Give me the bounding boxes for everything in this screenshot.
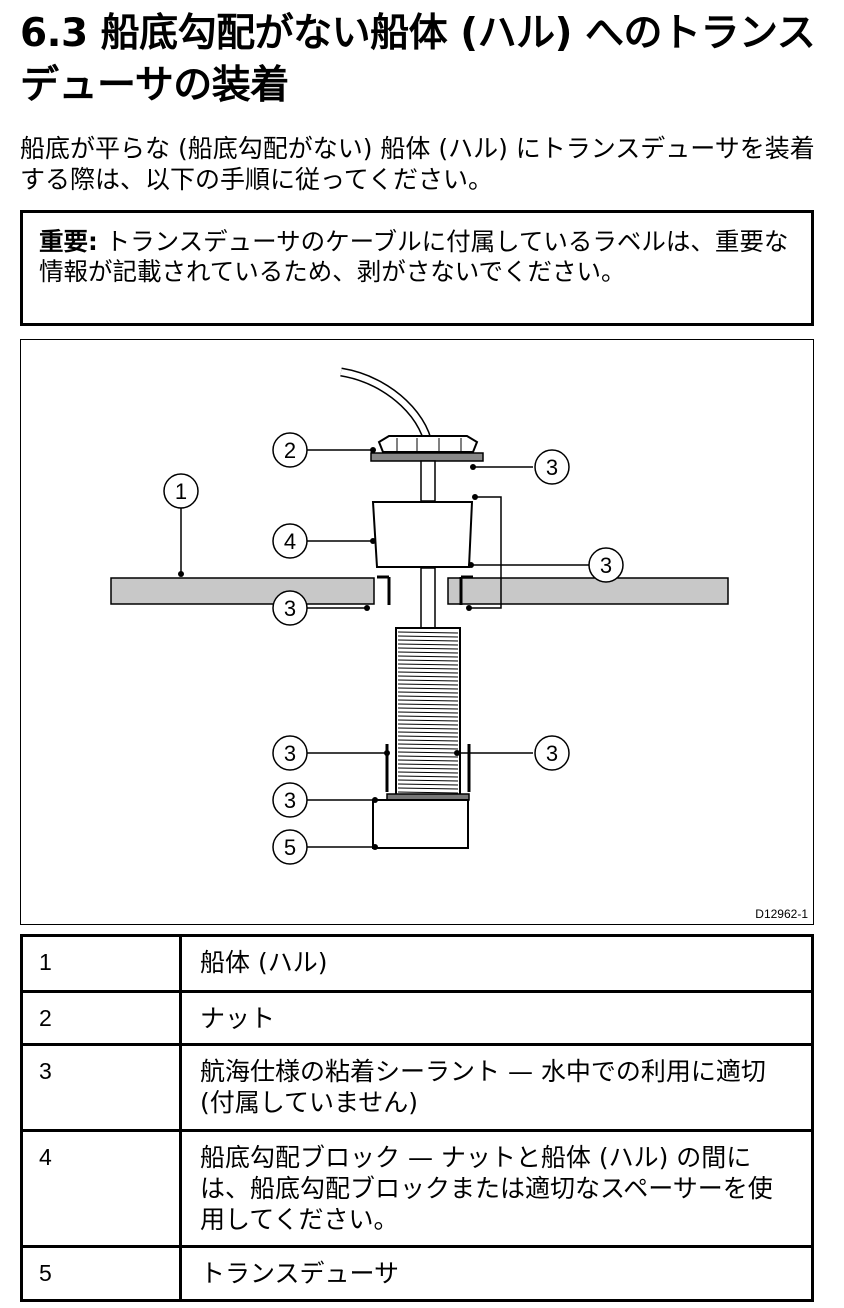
thread-line [397, 659, 459, 662]
thread-line [397, 671, 459, 674]
thread-line [397, 783, 459, 786]
thread-line [397, 651, 459, 654]
svg-text:3: 3 [546, 455, 558, 480]
thread-line [397, 787, 459, 790]
thread-line [397, 775, 459, 778]
thread-line [397, 631, 459, 634]
hull-left [110, 577, 375, 605]
thread-line [397, 755, 459, 758]
callout-4: 4 [272, 523, 308, 559]
svg-text:1: 1 [175, 479, 187, 504]
table-row: 3 航海仕様の粘着シーラント — 水中での利用に適切 (付属していません) [20, 1043, 814, 1132]
svg-text:3: 3 [284, 741, 296, 766]
page-heading: 6.3 船底勾配がない船体 (ハル) へのトランスデューサの装着 [20, 11, 816, 108]
thread-line [397, 667, 459, 670]
thread-line [397, 791, 459, 794]
thread-line [397, 655, 459, 658]
callout-3c: 3 [272, 590, 308, 626]
thread-line [397, 675, 459, 678]
note-text: トランスデューサのケーブルに付属しているラベルは、重要な情報が記載されているため… [39, 227, 789, 286]
table-row: 4 船底勾配ブロック — ナットと船体 (ハル) の間には、船底勾配ブロックまた… [20, 1129, 814, 1248]
thread-line [397, 687, 459, 690]
fairing-block [371, 501, 474, 568]
thread-line [397, 683, 459, 686]
thread-line [397, 695, 459, 698]
table-row: 5 トランスデューサ [20, 1245, 814, 1302]
thread-line [397, 715, 459, 718]
legend-num: 1 [20, 934, 182, 993]
callout-3a: 3 [534, 449, 570, 485]
svg-text:3: 3 [284, 596, 296, 621]
legend-desc: トランスデューサ [179, 1245, 814, 1302]
note-label: 重要: [39, 227, 98, 256]
svg-text:3: 3 [600, 553, 612, 578]
callout-1: 1 [163, 473, 199, 509]
thread-line [397, 747, 459, 750]
legend-num: 5 [20, 1245, 182, 1302]
thread-line [397, 719, 459, 722]
hull-right [447, 577, 729, 605]
thread-line [397, 779, 459, 782]
nut-washer [370, 452, 484, 462]
thread-line [397, 711, 459, 714]
svg-text:3: 3 [546, 741, 558, 766]
thread-line [397, 767, 459, 770]
thread-line [397, 639, 459, 642]
thread-line [397, 699, 459, 702]
thread-line [397, 723, 459, 726]
callout-3e: 3 [534, 735, 570, 771]
legend-num: 4 [20, 1129, 182, 1248]
thread-line [397, 743, 459, 746]
legend-num: 2 [20, 990, 182, 1046]
thread-line [397, 751, 459, 754]
callout-5: 5 [272, 829, 308, 865]
thread-line [397, 763, 459, 766]
table-row: 1 船体 (ハル) [20, 934, 814, 993]
svg-text:5: 5 [284, 835, 296, 860]
intro-paragraph: 船底が平らな (船底勾配がない) 船体 (ハル) にトランスデューサを装着する際… [20, 134, 815, 194]
legend-desc: 船体 (ハル) [179, 934, 814, 993]
svg-text:3: 3 [284, 788, 296, 813]
thread-line [397, 643, 459, 646]
thread-line [397, 735, 459, 738]
table-row: 2 ナット [20, 990, 814, 1046]
legend-num: 3 [20, 1043, 182, 1132]
legend-desc: ナット [179, 990, 814, 1046]
callout-2: 2 [272, 432, 308, 468]
diagram-svg: 1 2 3 4 3 3 3 3 3 5 D12962-1 [110, 367, 808, 921]
thread-line [397, 727, 459, 730]
thread-line [397, 759, 459, 762]
thread-line [397, 679, 459, 682]
leader-lines [180, 449, 591, 848]
nut-top [377, 435, 479, 453]
figure-id: D12962-1 [755, 907, 808, 921]
thread-line [397, 663, 459, 666]
svg-text:4: 4 [284, 529, 296, 554]
thread-line [397, 703, 459, 706]
thread-line [397, 771, 459, 774]
thread-line [397, 635, 459, 638]
thread-line [397, 691, 459, 694]
thread-line [397, 739, 459, 742]
legend-table: 1 船体 (ハル) 2 ナット 3 航海仕様の粘着シーラント — 水中での利用に… [20, 934, 814, 1302]
thread-line [397, 647, 459, 650]
callout-3d: 3 [272, 735, 308, 771]
installation-diagram: 1 2 3 4 3 3 3 3 3 5 D12962-1 [20, 339, 814, 925]
legend-desc: 航海仕様の粘着シーラント — 水中での利用に適切 (付属していません) [179, 1043, 814, 1132]
thread-line [397, 707, 459, 710]
transducer-body [372, 799, 469, 849]
thread-line [397, 731, 459, 734]
legend-desc: 船底勾配ブロック — ナットと船体 (ハル) の間には、船底勾配ブロックまたは適… [179, 1129, 814, 1248]
important-note: 重要: トランスデューサのケーブルに付属しているラベルは、重要な情報が記載されて… [20, 210, 814, 326]
svg-text:2: 2 [284, 438, 296, 463]
callout-3b: 3 [588, 547, 624, 583]
callout-3f: 3 [272, 782, 308, 818]
